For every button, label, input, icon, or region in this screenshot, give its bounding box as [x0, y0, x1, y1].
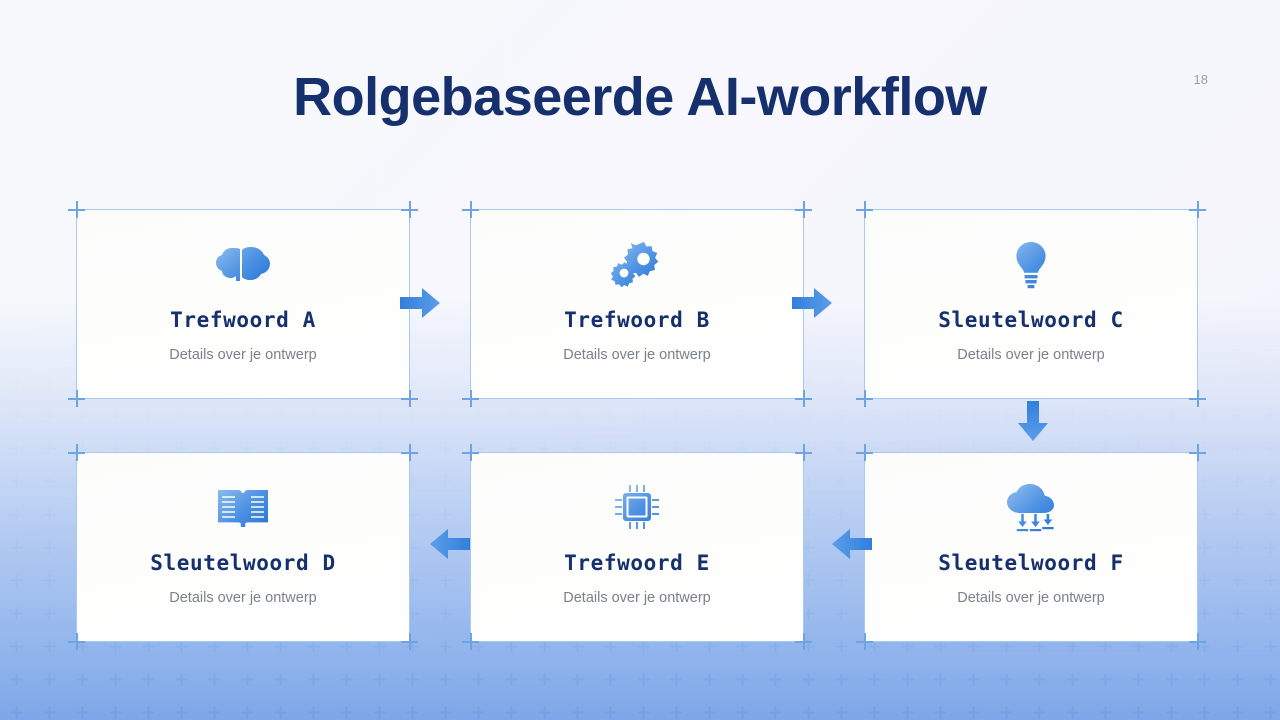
card-subtitle: Details over je ontwerp: [957, 590, 1105, 606]
corner-plus-icon: [795, 633, 812, 650]
card-subtitle: Details over je ontwerp: [957, 347, 1105, 363]
open-book-icon: [212, 479, 274, 535]
corner-plus-icon: [1189, 633, 1206, 650]
card-title: Trefwoord B: [564, 308, 710, 332]
corner-plus-icon: [462, 201, 479, 218]
card-sleutelwoord-c[interactable]: Sleutelwoord C Details over je ontwerp: [856, 201, 1206, 407]
page-number: 18: [1193, 72, 1208, 87]
corner-plus-icon: [856, 444, 873, 461]
corner-plus-icon: [1189, 444, 1206, 461]
card-title: Trefwoord E: [564, 551, 710, 575]
card-trefwoord-a[interactable]: Trefwoord A Details over je ontwerp: [68, 201, 418, 407]
card-trefwoord-b[interactable]: Trefwoord B Details over je ontwerp: [462, 201, 812, 407]
card-sleutelwoord-d[interactable]: Sleutelwoord D Details over je ontwerp: [68, 444, 418, 650]
card-title: Sleutelwoord F: [938, 551, 1124, 575]
gears-icon: [606, 236, 668, 292]
lightbulb-icon: [1000, 236, 1062, 292]
card-grid: Trefwoord A Details over je ontwerp: [68, 201, 1206, 650]
card-subtitle: Details over je ontwerp: [563, 347, 711, 363]
cpu-chip-icon: [606, 479, 668, 535]
corner-plus-icon: [1189, 201, 1206, 218]
card-sleutelwoord-f[interactable]: Sleutelwoord F Details over je ontwerp: [856, 444, 1206, 650]
corner-plus-icon: [795, 201, 812, 218]
corner-plus-icon: [795, 444, 812, 461]
card-subtitle: Details over je ontwerp: [169, 347, 317, 363]
corner-plus-icon: [856, 633, 873, 650]
page-title: Rolgebaseerde AI-workflow: [293, 67, 987, 127]
corner-plus-icon: [462, 444, 479, 461]
brain-icon: [212, 236, 274, 292]
corner-plus-icon: [401, 444, 418, 461]
corner-plus-icon: [68, 444, 85, 461]
cloud-download-icon: [1000, 479, 1062, 535]
corner-plus-icon: [68, 201, 85, 218]
corner-plus-icon: [401, 633, 418, 650]
corner-plus-icon: [68, 390, 85, 407]
corner-plus-icon: [401, 201, 418, 218]
corner-plus-icon: [856, 201, 873, 218]
corner-plus-icon: [462, 390, 479, 407]
card-subtitle: Details over je ontwerp: [563, 590, 711, 606]
corner-plus-icon: [462, 633, 479, 650]
card-title: Sleutelwoord D: [150, 551, 336, 575]
corner-plus-icon: [856, 390, 873, 407]
card-subtitle: Details over je ontwerp: [169, 590, 317, 606]
card-title: Sleutelwoord C: [938, 308, 1124, 332]
corner-plus-icon: [1189, 390, 1206, 407]
card-trefwoord-e[interactable]: Trefwoord E Details over je ontwerp: [462, 444, 812, 650]
card-title: Trefwoord A: [170, 308, 316, 332]
corner-plus-icon: [795, 390, 812, 407]
corner-plus-icon: [401, 390, 418, 407]
corner-plus-icon: [68, 633, 85, 650]
